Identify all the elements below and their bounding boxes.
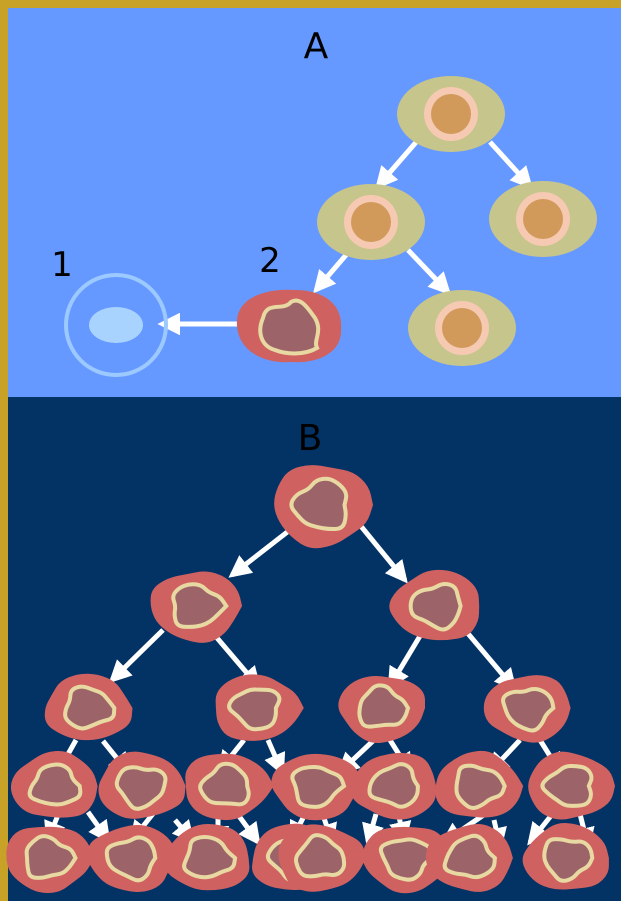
cell-nucleus bbox=[171, 582, 229, 629]
panel-b-cells bbox=[6, 465, 615, 894]
cell-nucleus bbox=[501, 687, 556, 733]
cell-nucleus bbox=[227, 687, 282, 732]
cell-nucleus bbox=[63, 684, 117, 731]
arrow bbox=[406, 248, 452, 296]
cancer-cell bbox=[98, 751, 186, 819]
cancer-cell bbox=[483, 675, 571, 743]
cell-nucleus bbox=[182, 835, 238, 880]
dead-cell bbox=[64, 273, 168, 377]
cell-nucleus bbox=[198, 761, 251, 807]
transformed-cell bbox=[236, 289, 342, 363]
arrow bbox=[387, 634, 423, 690]
cancer-cell bbox=[274, 465, 373, 549]
cancer-cell bbox=[87, 824, 175, 892]
cancer-cell bbox=[362, 826, 449, 894]
cancer-cell bbox=[349, 752, 437, 820]
cancer-cell bbox=[435, 750, 524, 818]
cell-nucleus bbox=[104, 835, 158, 883]
cell-nucleus bbox=[378, 837, 434, 882]
cell-nucleus bbox=[408, 582, 463, 632]
cell-nucleus bbox=[357, 683, 411, 729]
marker-2: 2 bbox=[259, 241, 281, 281]
arrow bbox=[362, 813, 384, 847]
panel-b-label: B bbox=[298, 418, 323, 459]
cancer-cell bbox=[389, 569, 480, 641]
panel-a: A 1 2 bbox=[8, 8, 621, 397]
cell-nucleus bbox=[27, 762, 83, 807]
normal-cell bbox=[317, 184, 425, 260]
normal-cell bbox=[397, 76, 505, 152]
cell-nucleus bbox=[540, 763, 594, 808]
cancer-cell bbox=[528, 751, 615, 820]
cancer-cell bbox=[162, 824, 250, 891]
panel-b: B bbox=[6, 397, 621, 901]
cell-nucleus bbox=[114, 765, 168, 811]
arrow bbox=[375, 138, 420, 190]
marker-1: 1 bbox=[51, 245, 73, 285]
cancer-cell bbox=[338, 675, 425, 743]
arrow bbox=[488, 140, 534, 190]
cancer-cell bbox=[215, 674, 304, 741]
cell-nucleus bbox=[542, 837, 595, 883]
panel-a-label: A bbox=[304, 26, 329, 67]
normal-cell bbox=[408, 290, 516, 366]
cancer-cell bbox=[150, 571, 243, 643]
cell-nucleus bbox=[442, 833, 497, 880]
cell-nucleus bbox=[289, 476, 349, 532]
normal-cell bbox=[489, 181, 597, 257]
cell-nucleus bbox=[24, 834, 78, 880]
cancer-cell bbox=[185, 753, 274, 821]
cancer-cell bbox=[278, 824, 366, 892]
cancer-cell bbox=[10, 750, 98, 818]
cell-nucleus bbox=[290, 765, 347, 809]
arrow bbox=[463, 628, 517, 692]
cell-nucleus bbox=[454, 763, 507, 810]
cancer-cell bbox=[44, 673, 133, 741]
arrow bbox=[108, 628, 165, 684]
cell-nucleus bbox=[367, 762, 420, 809]
normal-cells bbox=[317, 76, 597, 366]
arrow bbox=[358, 523, 408, 584]
cancer-cell bbox=[6, 826, 94, 893]
cancer-cell bbox=[522, 823, 609, 890]
cancer-cell bbox=[425, 823, 513, 892]
cancer-cell bbox=[271, 753, 359, 821]
cell-nucleus bbox=[293, 833, 347, 879]
